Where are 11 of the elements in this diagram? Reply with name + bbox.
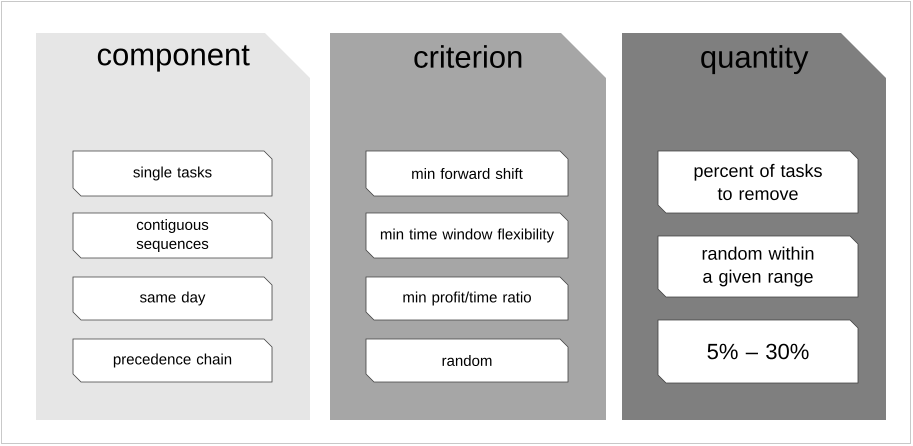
option-box: single tasks [72, 150, 272, 196]
option-box: percent of tasks to remove [658, 150, 858, 214]
option-box: min forward shift [366, 150, 568, 196]
option-box: contiguous sequences [72, 212, 272, 258]
option-box: min profit/time ratio [366, 276, 568, 320]
option-box: random [366, 338, 568, 382]
option-box: same day [72, 276, 272, 320]
option-box: 5% – 30% [658, 320, 858, 384]
option-box: random within a given range [658, 236, 858, 298]
option-box: min time window flexibility [366, 212, 568, 258]
option-box: precedence chain [72, 338, 272, 382]
